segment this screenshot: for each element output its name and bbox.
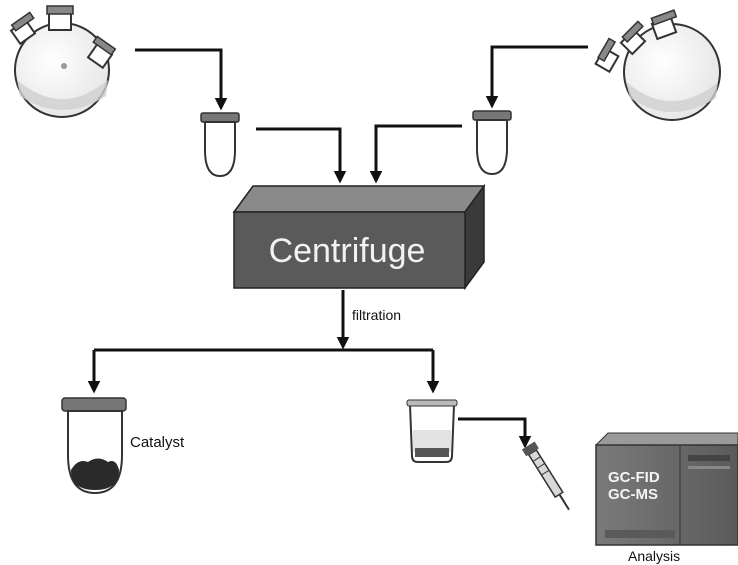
catalyst-label: Catalyst	[130, 434, 185, 451]
tube-right-icon	[472, 110, 512, 176]
arrow-flask-left-to-tube	[135, 48, 228, 111]
syringe-icon	[521, 441, 570, 511]
arrow-flask-right-to-tube	[485, 45, 588, 109]
flask-left-icon	[9, 5, 117, 118]
gc-fid-label: GC-FID	[608, 469, 660, 486]
tube-left-icon	[200, 112, 240, 178]
arrow-vial-to-syringe	[458, 417, 532, 449]
arrow-tube-left-to-centrifuge	[256, 127, 347, 184]
filtration-label: filtration	[352, 307, 401, 323]
arrow-tube-right-to-centrifuge	[369, 124, 462, 184]
gc-instrument-icon: GC-FID GC-MS	[594, 432, 738, 546]
centrifuge-block: Centrifuge	[232, 183, 486, 291]
analysis-label: Analysis	[628, 548, 680, 564]
centrifuge-label: Centrifuge	[269, 232, 426, 270]
gc-ms-label: GC-MS	[608, 486, 658, 503]
sample-vial-icon	[406, 399, 458, 463]
flask-right-icon	[594, 9, 721, 121]
catalyst-tube-icon	[61, 397, 127, 495]
